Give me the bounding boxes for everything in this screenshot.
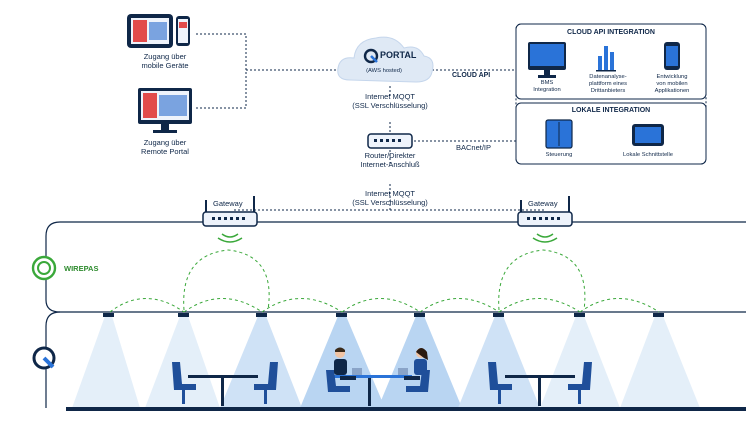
wirepas-logo-icon [31, 255, 57, 281]
mesh-links [109, 249, 660, 313]
floor-line [66, 407, 746, 411]
gateway-device-left [202, 196, 258, 243]
remote-portal-monitor-icon [138, 88, 192, 133]
building-frame [45, 221, 746, 408]
office-chairs [172, 362, 592, 404]
bacnet-label: BACnet/IP [456, 143, 492, 152]
wirepas-label: WIREPAS [64, 264, 99, 273]
light-cones [72, 316, 700, 408]
office-people [334, 347, 428, 380]
local-interface-label: Lokale Schnittstelle [623, 152, 673, 158]
mqtt-link-top: Internet MQQT(SSL Verschlüsselung) [352, 92, 428, 110]
analytics-chart-icon [596, 46, 616, 72]
gateway-device-right [517, 196, 573, 243]
mqtt-link-bottom: Internet MQQT(SSL Verschlüsselung) [352, 189, 428, 207]
control-label: Steuerung [545, 152, 573, 158]
cloud-api-label: CLOUD API [452, 72, 491, 79]
cloud-integration-title: CLOUD API INTEGRATION [567, 29, 655, 36]
portal-title: PORTAL [380, 50, 417, 60]
smartphone-icon [664, 42, 680, 70]
control-panel-icon [545, 119, 573, 149]
local-interface-tablet-icon [632, 124, 664, 146]
mobile-devices-icon [127, 14, 190, 48]
portal-hosting: (AWS hosted) [366, 68, 402, 74]
router-icon [367, 133, 413, 149]
brand-logo-icon [32, 346, 56, 370]
integration-boxes [515, 23, 707, 165]
office-furniture [188, 375, 575, 406]
local-integration-title: LOKALE INTEGRATION [571, 107, 651, 114]
portal-logo-icon [363, 48, 379, 64]
bms-monitor-icon [528, 42, 566, 78]
connection-lines [196, 33, 545, 211]
cloud-icon [337, 36, 434, 83]
light-fixtures [103, 313, 664, 317]
gateway-right-label: Gateway [528, 199, 558, 208]
gateway-left-label: Gateway [213, 199, 243, 208]
